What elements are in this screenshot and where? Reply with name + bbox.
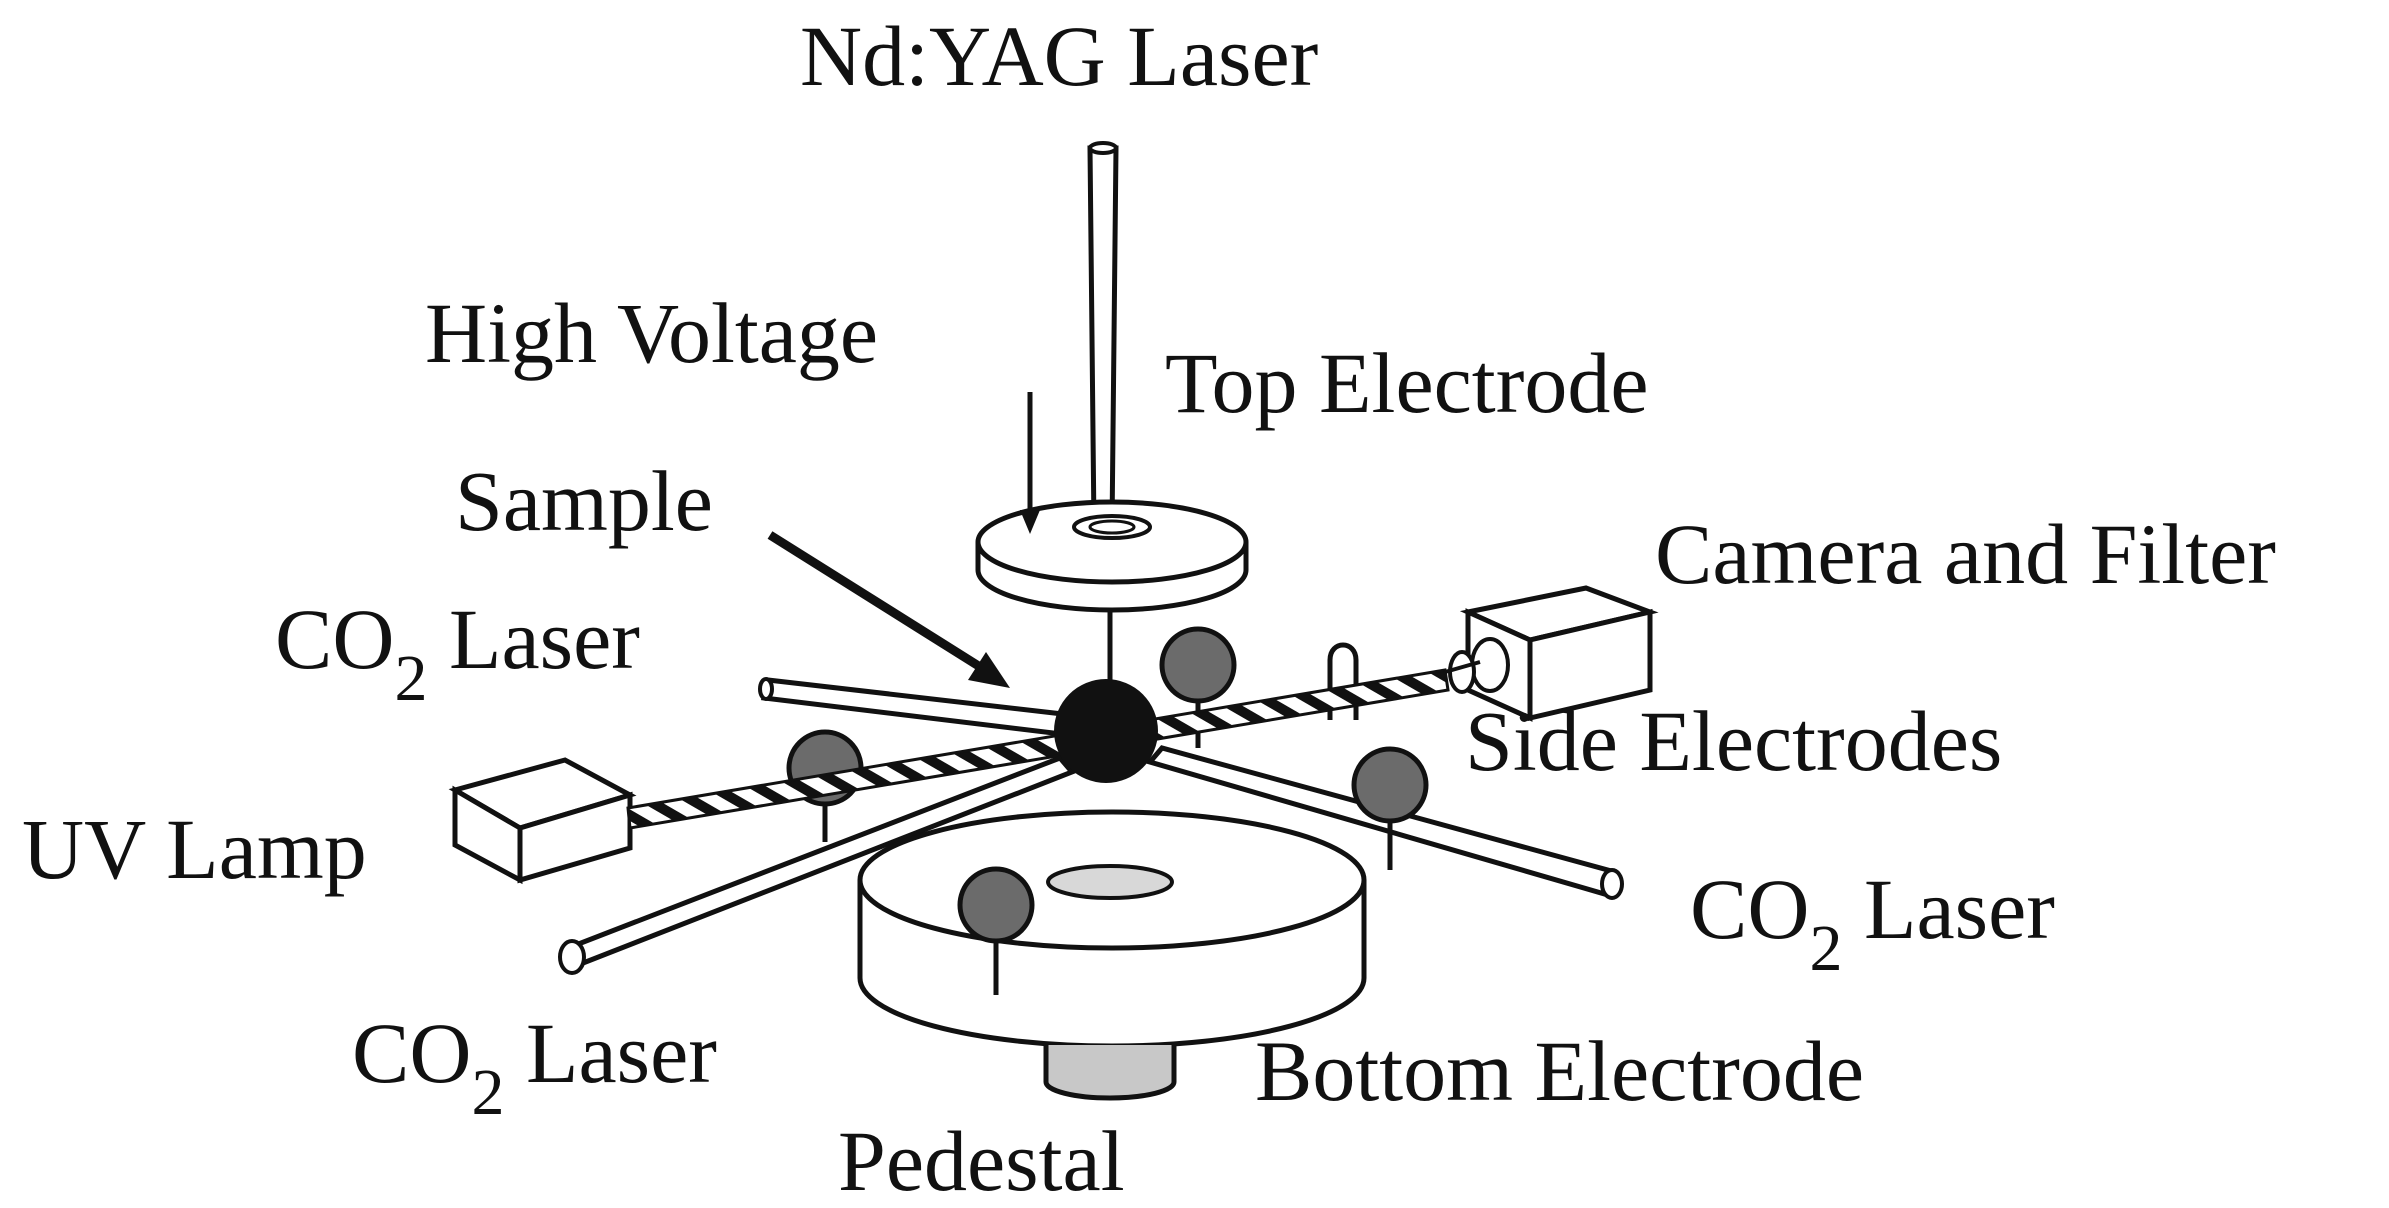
label-high-voltage: High Voltage bbox=[425, 285, 878, 381]
camera-and-filter bbox=[1444, 585, 1659, 722]
bottom-electrode bbox=[857, 809, 1367, 1049]
pedestal bbox=[1043, 1045, 1177, 1101]
label-co2-laser-left: CO2 Laser bbox=[275, 591, 640, 715]
uv-light-beam bbox=[626, 668, 1450, 830]
uv-lamp-box bbox=[448, 757, 637, 885]
label-top-electrode: Top Electrode bbox=[1165, 335, 1649, 431]
label-co2-laser-bottom: CO2 Laser bbox=[352, 1005, 717, 1129]
co2-laser-rod-front-left bbox=[558, 755, 1077, 975]
top-electrode bbox=[975, 499, 1249, 690]
side-electrode-back-right bbox=[1327, 642, 1359, 720]
label-bottom-electrode: Bottom Electrode bbox=[1255, 1023, 1864, 1119]
co2-laser-rod-left bbox=[758, 677, 1083, 739]
label-co2-laser-right: CO2 Laser bbox=[1690, 861, 2055, 985]
side-electrode-right bbox=[1351, 746, 1429, 870]
sample-sphere bbox=[1054, 679, 1158, 783]
label-uv-lamp: UV Lamp bbox=[22, 801, 367, 897]
side-electrode-front bbox=[957, 866, 1035, 995]
high-voltage-arrow bbox=[1020, 392, 1040, 534]
sample-arrow bbox=[767, 531, 1010, 688]
nd-yag-laser-beam bbox=[1087, 141, 1119, 531]
label-sample: Sample bbox=[455, 453, 713, 549]
label-pedestal: Pedestal bbox=[838, 1113, 1125, 1208]
label-nd-yag-laser: Nd:YAG Laser bbox=[800, 8, 1318, 104]
label-side-electrodes: Side Electrodes bbox=[1465, 693, 2002, 789]
label-camera-and-filter: Camera and Filter bbox=[1655, 506, 2276, 602]
